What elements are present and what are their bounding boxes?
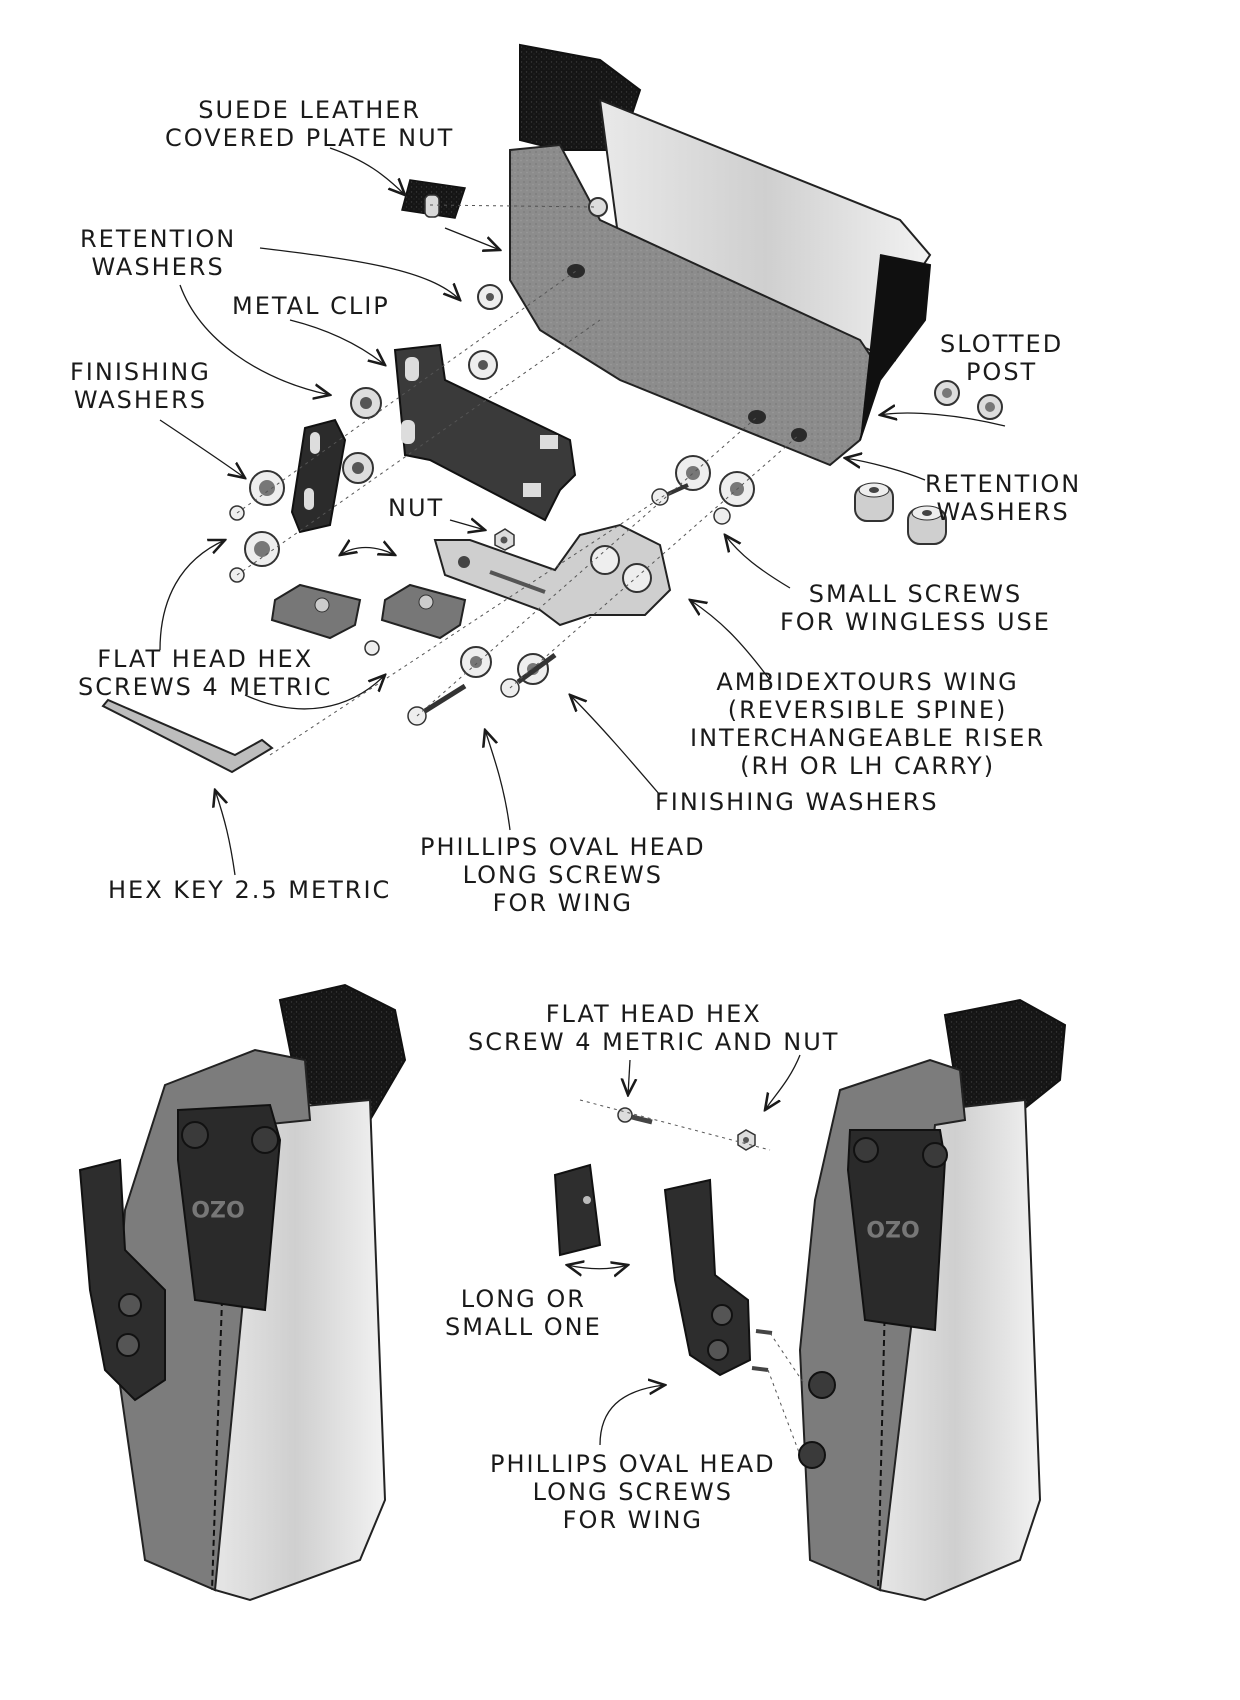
label-line: SMALL ONE — [445, 1313, 602, 1341]
label-line: RETENTION — [80, 225, 237, 253]
label-line: SCREWS 4 METRIC — [78, 673, 333, 701]
label-line: (REVERSIBLE SPINE) — [727, 696, 1008, 724]
label-line: HEX KEY 2.5 METRIC — [108, 876, 392, 904]
screw-icon — [407, 646, 557, 726]
nut-icon — [494, 528, 515, 551]
holster-icon: OZO — [78, 983, 407, 1602]
label-line: METAL CLIP — [232, 292, 390, 320]
label-phillips-long-screws-bottom: PHILLIPS OVAL HEAD LONG SCREWS FOR WING — [490, 1450, 776, 1534]
label-line: FOR WING — [562, 1506, 703, 1534]
label-small-screws: SMALL SCREWS FOR WINGLESS USE — [780, 580, 1051, 636]
label-arrows — [567, 1054, 801, 1446]
label-line: FINISHING WASHERS — [655, 788, 939, 816]
label-line: WASHERS — [936, 498, 1070, 526]
label-flat-head-hex-screw-and-nut: FLAT HEAD HEX SCREW 4 METRIC AND NUT — [468, 1000, 839, 1056]
label-suede-plate-nut: SUEDE LEATHER COVERED PLATE NUT — [165, 96, 454, 152]
label-line: (RH OR LH CARRY) — [740, 752, 996, 780]
assembled-view: OZO OZO — [78, 983, 1067, 1602]
screw-icon — [617, 1107, 773, 1372]
assembly-lines — [236, 204, 800, 756]
label-line: FLAT HEAD HEX — [97, 645, 314, 673]
label-line: FOR WINGLESS USE — [780, 608, 1051, 636]
label-line: WASHERS — [73, 386, 208, 414]
spacer-icon — [553, 1163, 602, 1257]
hex-key-icon — [101, 698, 274, 774]
assembly-lines — [579, 1099, 806, 1456]
label-line: RETENTION — [925, 470, 1082, 498]
label-line: COVERED PLATE NUT — [165, 124, 455, 152]
holster-icon — [509, 43, 932, 467]
label-line: SMALL SCREWS — [808, 580, 1023, 608]
nut-icon — [737, 1129, 756, 1151]
label-metal-clip: METAL CLIP — [232, 292, 390, 320]
label-line: FLAT HEAD HEX — [545, 1000, 762, 1028]
label-line: LONG SCREWS — [532, 1478, 734, 1506]
plate-nut-icon — [401, 179, 466, 219]
label-arrows — [159, 147, 1006, 876]
spacer-icon — [270, 583, 467, 640]
wing-icon — [433, 523, 672, 627]
label-line: SUEDE LEATHER — [198, 96, 422, 124]
label-line: LONG SCREWS — [462, 861, 664, 889]
spacer-icon — [290, 418, 347, 534]
label-line: POST — [965, 358, 1038, 386]
logo-text-left: OZO — [191, 1195, 244, 1220]
label-line: FOR WING — [492, 889, 633, 917]
label-line: PHILLIPS OVAL HEAD — [490, 1450, 776, 1478]
label-ambidextrous-wing: AMBIDEXTOURS WING (REVERSIBLE SPINE) INT… — [690, 668, 1045, 780]
label-line: WASHERS — [91, 253, 225, 281]
label-flat-head-hex-screws: FLAT HEAD HEX SCREWS 4 METRIC — [78, 645, 332, 701]
exploded-view — [101, 43, 1006, 876]
label-line: AMBIDEXTOURS WING — [716, 668, 1019, 696]
label-hex-key: HEX KEY 2.5 METRIC — [108, 876, 391, 904]
screw-icon — [651, 455, 755, 525]
washer-icon — [854, 482, 947, 545]
slotted-post-icon — [934, 380, 1003, 420]
label-nut: NUT — [388, 494, 444, 522]
label-line: INTERCHANGEABLE RISER — [690, 724, 1046, 752]
metal-clip-icon — [393, 343, 577, 522]
label-finishing-washers-left: FINISHING WASHERS — [70, 358, 211, 414]
logo-text-right: OZO — [866, 1215, 919, 1240]
label-line: SLOTTED — [940, 330, 1064, 358]
label-long-or-small: LONG OR SMALL ONE — [445, 1285, 602, 1341]
label-retention-washers-left: RETENTION WASHERS — [80, 225, 236, 281]
label-slotted-post: SLOTTED POST — [940, 330, 1063, 386]
label-retention-washers-right: RETENTION WASHERS — [925, 470, 1081, 526]
label-line: PHILLIPS OVAL HEAD — [420, 833, 706, 861]
holster-icon: OZO — [798, 998, 1067, 1602]
label-line: SCREW 4 METRIC AND NUT — [468, 1028, 840, 1056]
washer-icon — [244, 284, 503, 567]
label-phillips-long-screws-top: PHILLIPS OVAL HEAD LONG SCREWS FOR WING — [420, 833, 706, 917]
label-line: LONG OR — [460, 1285, 586, 1313]
label-finishing-washers-bottom: FINISHING WASHERS — [655, 788, 939, 816]
wing-icon — [663, 1178, 752, 1377]
label-line: NUT — [388, 494, 445, 522]
label-line: FINISHING — [70, 358, 211, 386]
